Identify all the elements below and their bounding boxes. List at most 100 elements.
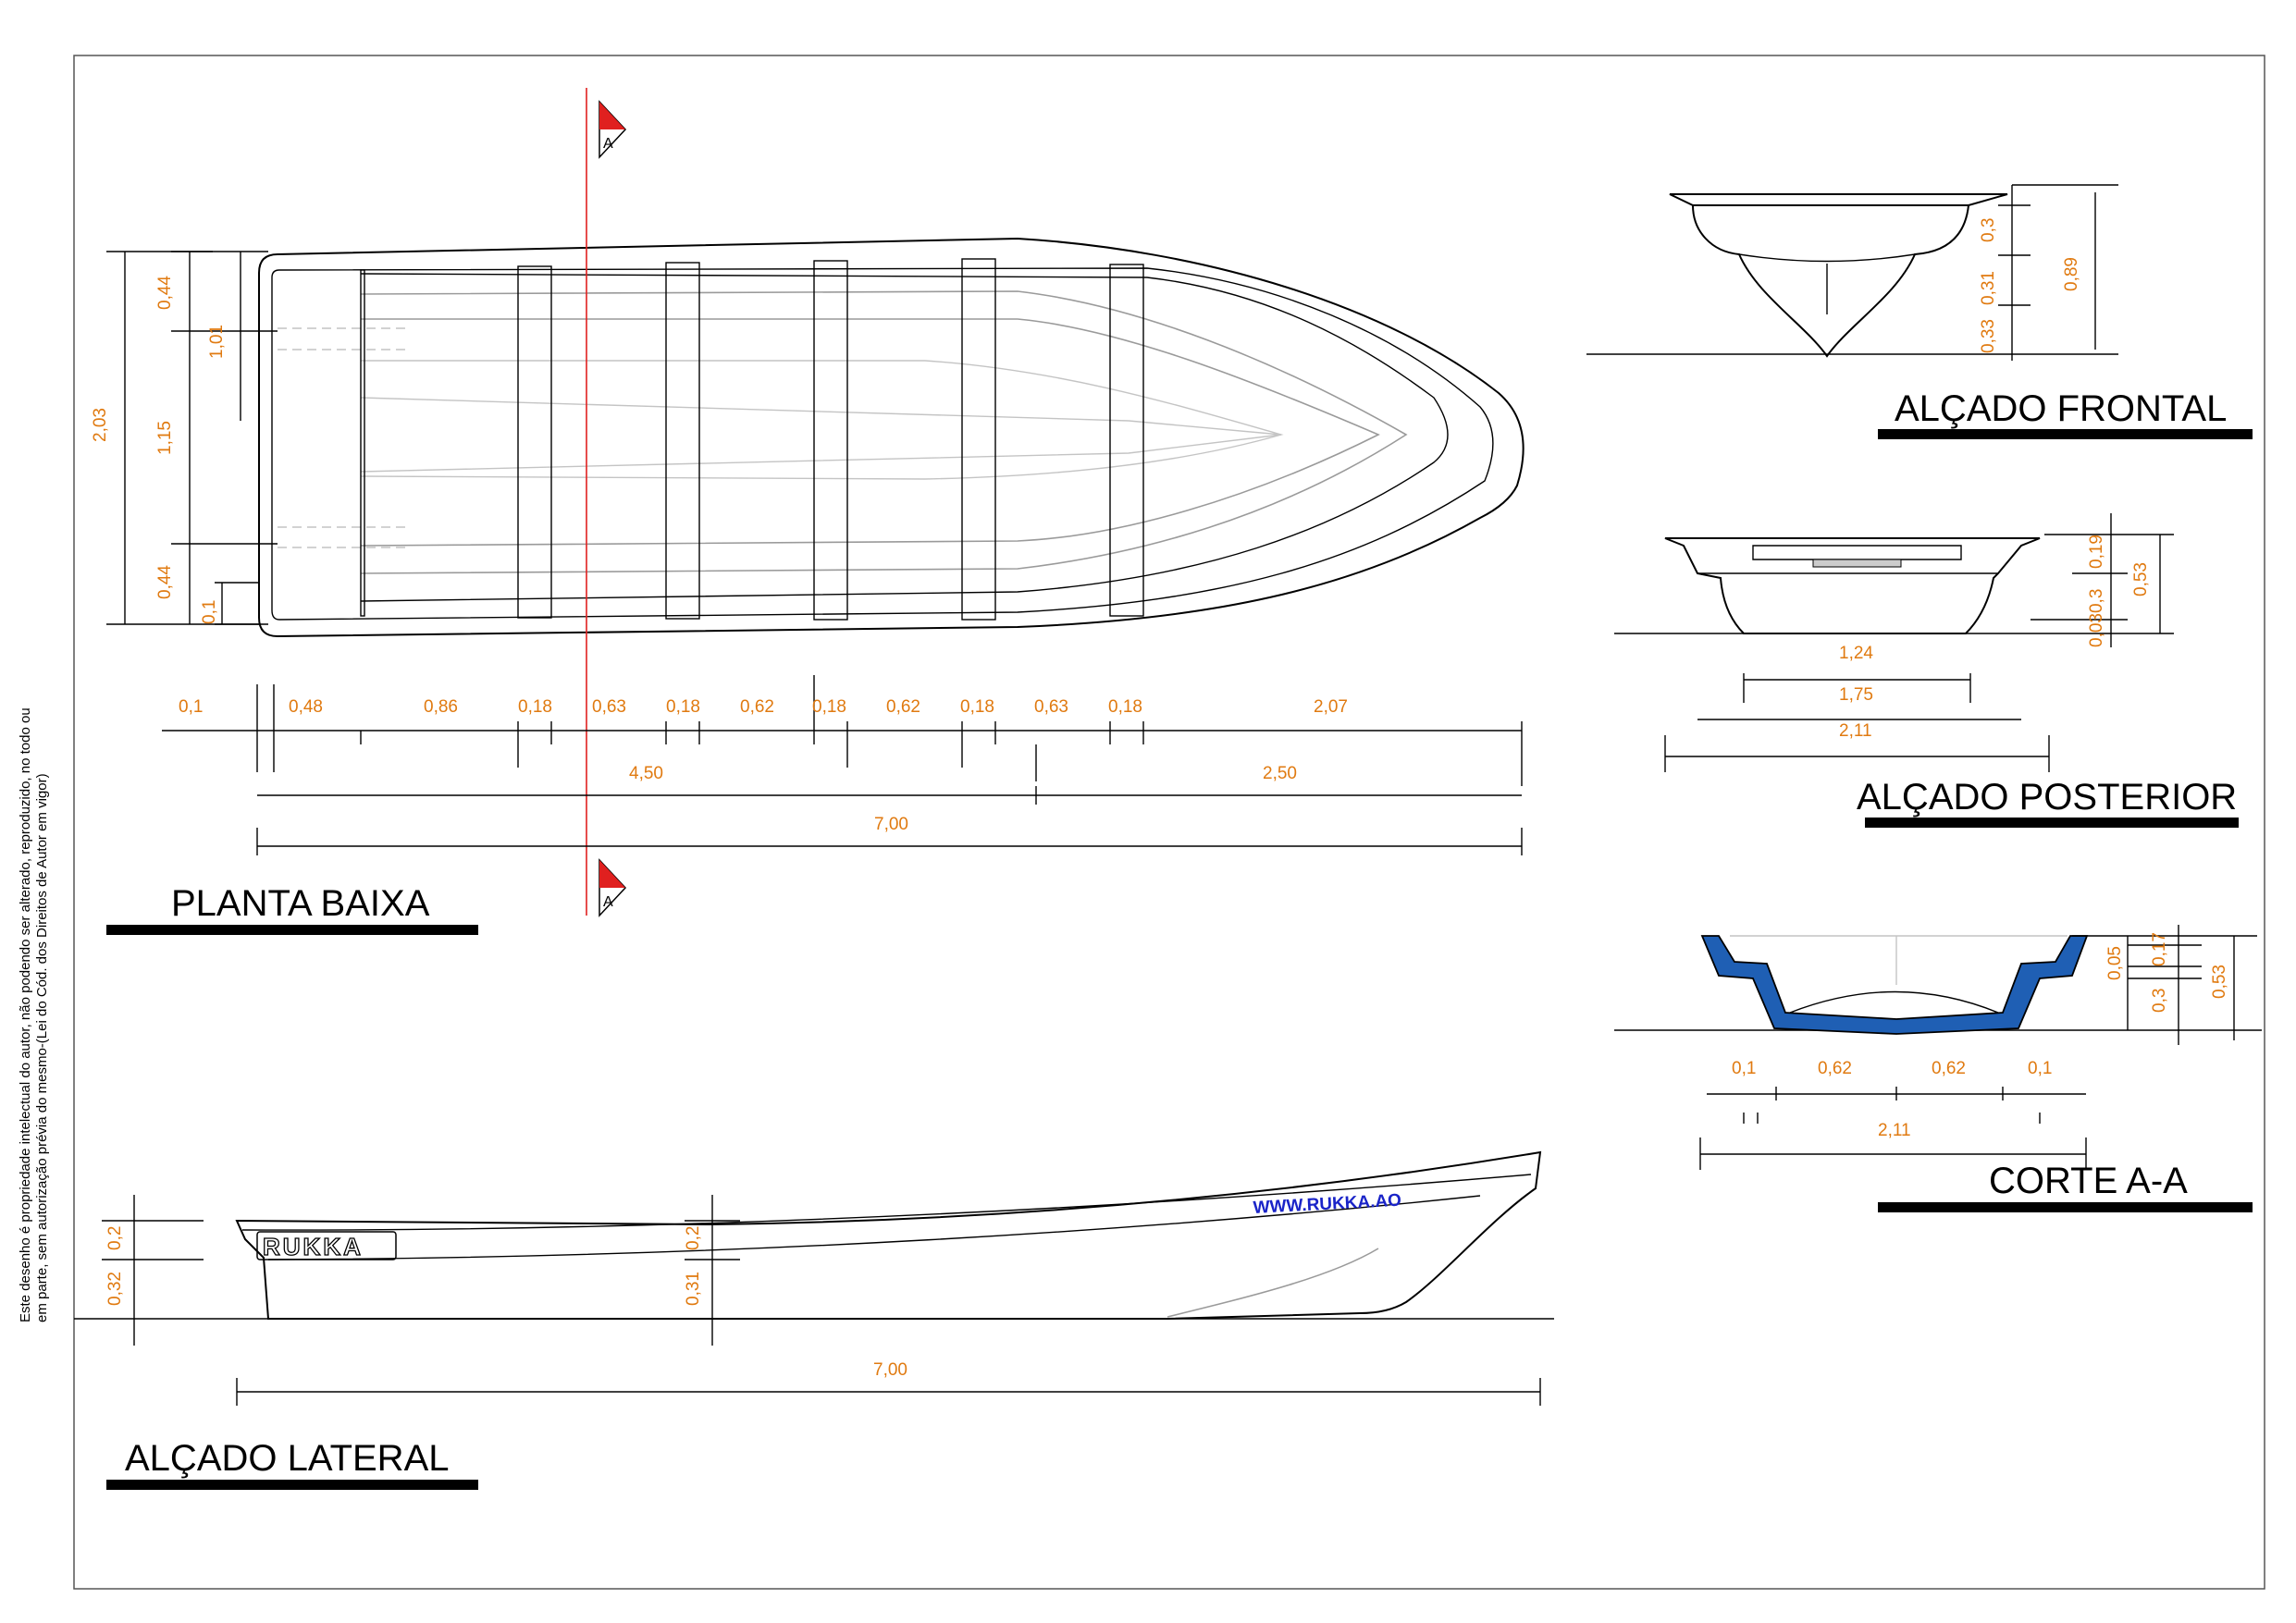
seg-8: 0,62 [886, 697, 920, 717]
dim-width-mid: 1,15 [155, 421, 175, 455]
title-underline-planta [106, 925, 478, 935]
dim-length: 7,00 [874, 815, 908, 834]
corte-dim-c: 0,3 [2150, 989, 2169, 1013]
hull-inner-rim [271, 267, 1494, 621]
title-alcado-lateral: ALÇADO LATERAL [125, 1438, 450, 1479]
thwart-1 [517, 265, 552, 619]
posterior-motor-plate [1812, 559, 1902, 568]
corte-hull-section [1700, 935, 2089, 1035]
seg-3: 0,18 [518, 697, 552, 717]
fr-dim-b: 0,31 [1979, 271, 1998, 305]
fr-dim-total: 0,89 [2062, 257, 2081, 291]
hull-center-line [360, 397, 1282, 473]
lateral-dim-lines [102, 1195, 1541, 1406]
post-dim-w1: 1,24 [1839, 644, 1873, 663]
section-marker-bottom: A [599, 858, 627, 917]
lateral-chine-line [267, 1195, 1481, 1260]
dim-sub-b: 2,50 [1263, 764, 1297, 783]
planta-segment-dim-lines [162, 675, 1523, 855]
planta-segment-labels: 0,1 0,48 0,86 0,18 0,63 0,18 0,62 0,18 0… [179, 697, 1348, 834]
corte-dim-width: 2,11 [1878, 1121, 1911, 1140]
frontal-dim-lines [1998, 184, 2118, 361]
corte-w-0: 0,1 [1732, 1059, 1756, 1078]
fr-dim-c: 0,33 [1979, 319, 1998, 353]
logo-text: RUKKA [263, 1233, 364, 1260]
transom-inner [360, 269, 365, 617]
seg-10: 0,63 [1034, 697, 1068, 717]
seg-12: 2,07 [1314, 697, 1348, 717]
post-dim-w2: 1,75 [1839, 685, 1873, 705]
sheet-border [73, 55, 2265, 1590]
corte-w-1: 0,62 [1818, 1059, 1852, 1078]
alcado-lateral-view: RUKKA WWW.RUKKA.AO 0,2 0,32 0,2 0,31 7,0… [74, 1150, 1554, 1490]
corte-inner-bottom [1789, 990, 1999, 1014]
posterior-dim-lines [1664, 513, 2174, 772]
title-underline-posterior [1865, 818, 2239, 828]
lateral-keel-curve [1167, 1248, 1379, 1318]
seg-0: 0,1 [179, 697, 203, 717]
website-text: WWW.RUKKA.AO [1253, 1191, 1401, 1218]
thwart-3 [813, 260, 848, 621]
seg-4: 0,63 [592, 697, 626, 717]
corte-w-2: 0,62 [1932, 1059, 1966, 1078]
post-dim-b: 0,030,3 [2087, 589, 2106, 647]
seg-2: 0,86 [424, 697, 458, 717]
copyright-note: Este desenho é propriedade intelectual d… [18, 707, 50, 1322]
post-dim-a: 0,19 [2087, 535, 2106, 569]
seg-9: 0,18 [960, 697, 994, 717]
copyright-line-1: Este desenho é propriedade intelectual d… [18, 707, 33, 1322]
corte-dim-total: 0,53 [2210, 965, 2229, 999]
seg-1: 0,48 [289, 697, 323, 717]
seg-11: 0,18 [1108, 697, 1142, 717]
seg-5: 0,18 [666, 697, 700, 717]
hull-rail [360, 273, 1449, 602]
thwart-2 [665, 262, 700, 620]
lat-dim-top: 0,2 [105, 1226, 125, 1250]
dim-width-bot: 0,44 [155, 565, 175, 599]
corte-dim-b: 0,17 [2150, 932, 2169, 966]
alcado-posterior-view: 0,19 0,030,3 0,53 1,24 1,75 2,11 ALÇADO … [1614, 513, 2239, 828]
lat-dim-mid-top: 0,2 [684, 1226, 703, 1250]
section-marker-top-label: A [603, 136, 613, 152]
thwarts [360, 258, 1144, 621]
alcado-frontal-view: 0,3 0,31 0,33 0,89 ALÇADO FRONTAL [1586, 184, 2253, 439]
section-marker-top: A [599, 100, 627, 159]
frontal-hull [1692, 204, 1969, 358]
post-dim-total: 0,53 [2131, 562, 2151, 596]
dim-width-top: 0,44 [155, 276, 175, 310]
title-underline-lateral [106, 1480, 478, 1490]
title-corte-aa: CORTE A-A [1989, 1161, 2188, 1201]
frontal-chine [1738, 253, 1916, 263]
lateral-sheer-line [241, 1174, 1532, 1231]
thwart-4 [961, 258, 996, 621]
planta-baixa-view: A A 2,03 0,44 1,15 0,44 1,01 0,1 [91, 88, 1524, 935]
lat-dim-mid-bot: 0,31 [684, 1272, 703, 1306]
lat-dim-length: 7,00 [873, 1360, 907, 1380]
post-dim-w3: 2,11 [1839, 721, 1872, 741]
seg-6: 0,62 [740, 697, 774, 717]
posterior-transom-top [1752, 545, 1962, 560]
corte-aa-view: 0,05 0,17 0,3 0,53 0,1 0,62 0,62 0,1 2,1… [1614, 925, 2262, 1212]
posterior-hull [1664, 537, 2041, 634]
dim-width-edge: 0,1 [200, 600, 219, 624]
title-underline-frontal [1878, 429, 2253, 439]
dim-width-total: 2,03 [91, 408, 110, 442]
corte-w-3: 0,1 [2028, 1059, 2052, 1078]
copyright-line-2: em parte, sem autorização prévia do mesm… [34, 773, 50, 1322]
hull-outline [258, 237, 1524, 638]
lateral-hull-outline [235, 1150, 1542, 1320]
frontal-gunwale [1669, 193, 2008, 206]
section-marker-bottom-label: A [603, 894, 613, 910]
hull-strake-1 [360, 290, 1408, 574]
dim-sub-a: 4,50 [629, 764, 663, 783]
title-alcado-frontal: ALÇADO FRONTAL [1895, 388, 2227, 429]
title-underline-corte [1878, 1202, 2253, 1212]
seg-7: 0,18 [812, 697, 846, 717]
dim-width-inner: 1,01 [207, 325, 227, 359]
rukka-logo: RUKKA [256, 1231, 397, 1261]
planta-width-dims [106, 251, 278, 625]
title-alcado-posterior: ALÇADO POSTERIOR [1857, 777, 2237, 818]
thwart-5 [1109, 264, 1144, 617]
corte-dim-lines [1699, 925, 2257, 1170]
